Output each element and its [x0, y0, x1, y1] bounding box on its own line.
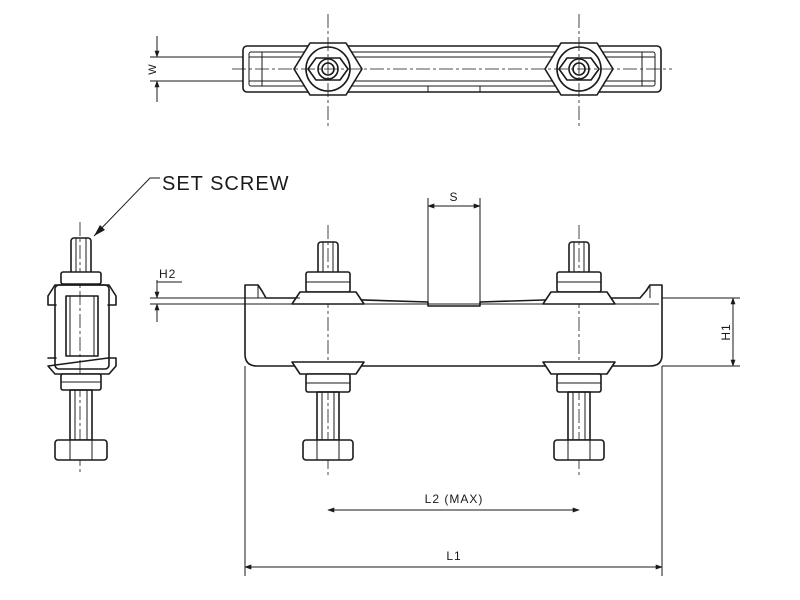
label-s: S: [449, 190, 458, 204]
label-w: W: [147, 63, 159, 74]
bolt-assembly-left: [291, 241, 365, 461]
bolt-assembly-right: [542, 241, 616, 461]
top-view: W: [147, 14, 672, 128]
dimension-w: W: [147, 36, 243, 102]
label-h2: H2: [159, 267, 176, 281]
dimension-h1: H1: [662, 297, 740, 367]
front-view: S H2 H1 L2 (MAX) L1: [150, 190, 740, 576]
dimension-l2: L2 (MAX): [327, 492, 580, 513]
label-h1: H1: [719, 323, 733, 340]
side-view: SET SCREW: [47, 173, 290, 472]
label-l1: L1: [446, 549, 461, 563]
label-l2: L2 (MAX): [425, 492, 484, 506]
dimension-h2: H2: [150, 267, 300, 322]
dimension-s: S: [427, 190, 481, 209]
label-set-screw: SET SCREW: [162, 173, 290, 195]
dimension-l1: L1: [244, 366, 663, 576]
